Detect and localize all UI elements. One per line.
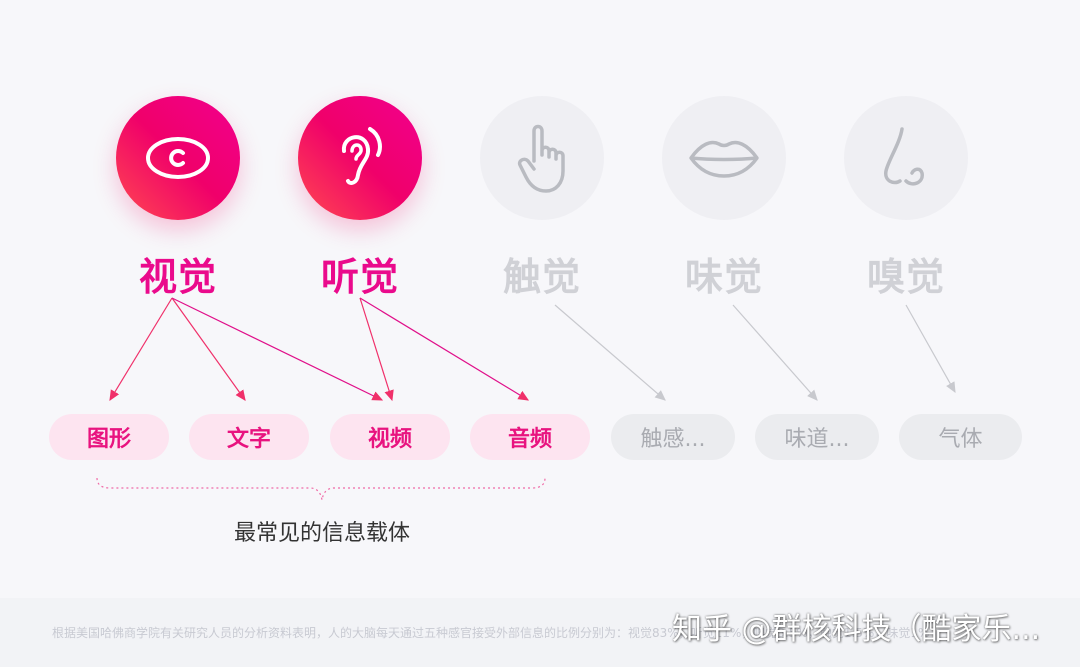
sense-label-touch: 触觉 bbox=[502, 255, 581, 299]
arrow-visual-graphics bbox=[109, 297, 173, 402]
nose-icon bbox=[884, 127, 924, 186]
carrier-taste: 味道... bbox=[755, 414, 879, 460]
sense-label-hearing: 听觉 bbox=[320, 255, 399, 299]
sense-label-visual: 视觉 bbox=[138, 255, 217, 299]
hand-pointer-icon bbox=[517, 124, 565, 193]
sense-label-taste: 味觉 bbox=[684, 255, 763, 299]
arrow-audio-video bbox=[359, 297, 394, 402]
carrier-graphics: 图形 bbox=[49, 414, 169, 460]
carrier-audio: 音频 bbox=[470, 414, 590, 460]
eye-icon bbox=[146, 137, 210, 179]
watermark: 知乎 @群核科技（酷家乐... bbox=[672, 612, 1041, 647]
carrier-text: 文字 bbox=[189, 414, 309, 460]
connector-arrows bbox=[96, 297, 956, 501]
lips-icon bbox=[689, 140, 759, 178]
caption: 最常见的信息载体 bbox=[233, 521, 410, 546]
sense-icon-smell bbox=[844, 96, 968, 220]
footer bbox=[0, 598, 1080, 667]
sense-icon-visual bbox=[116, 96, 240, 220]
sense-icon-hearing bbox=[298, 96, 422, 220]
sense-icon-taste bbox=[662, 96, 786, 220]
sense-label-smell: 嗅觉 bbox=[866, 255, 945, 299]
sense-icon-touch bbox=[480, 96, 604, 220]
carrier-video: 视频 bbox=[330, 414, 450, 460]
carrier-gas: 气体 bbox=[899, 414, 1022, 460]
arrow-visual-text bbox=[171, 297, 246, 401]
brace bbox=[96, 477, 546, 501]
arrow-audio-audio bbox=[359, 297, 530, 401]
footnote: 根据美国哈佛商学院有关研究人员的分析资料表明，人的大脑每天通过五种感官接受外部信… bbox=[52, 626, 930, 640]
ear-icon bbox=[341, 127, 382, 185]
carrier-touch: 触感... bbox=[611, 414, 735, 460]
arrow-visual-video bbox=[171, 297, 384, 401]
arrow-taste bbox=[732, 304, 818, 401]
arrow-smell bbox=[905, 304, 956, 394]
arrow-touch bbox=[554, 304, 666, 401]
